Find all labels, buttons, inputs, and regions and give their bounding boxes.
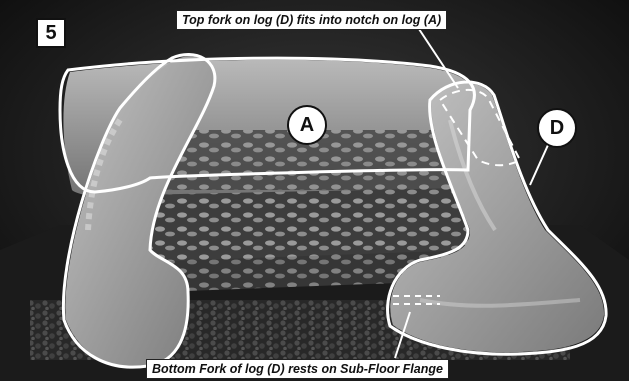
log-d-label: D (537, 108, 577, 148)
log-a-label: A (287, 105, 327, 145)
top-fork-callout: Top fork on log (D) fits into notch on l… (176, 10, 447, 30)
bottom-fork-callout: Bottom Fork of log (D) rests on Sub-Floo… (146, 359, 449, 379)
step-number-badge: 5 (36, 18, 66, 48)
